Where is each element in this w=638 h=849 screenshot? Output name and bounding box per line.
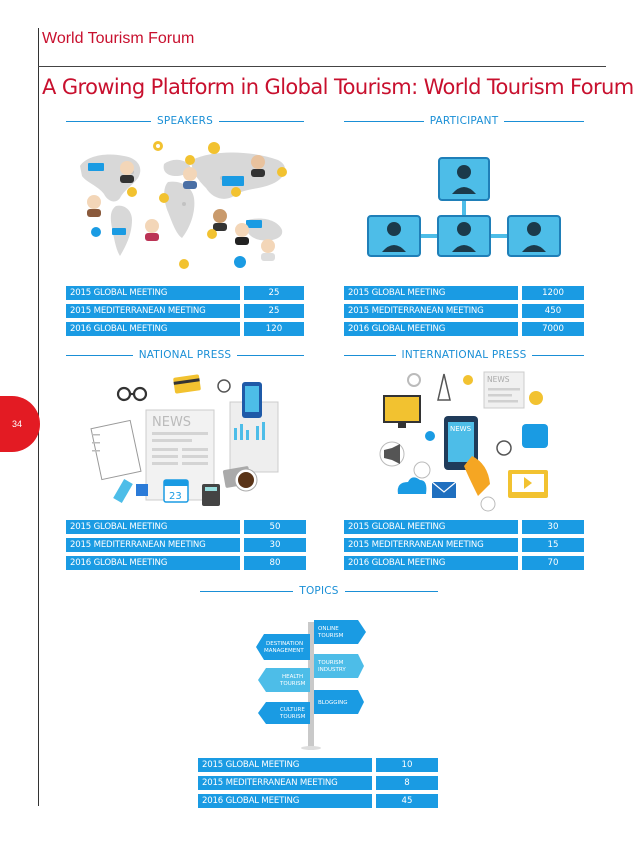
- stat-value: 45: [376, 794, 438, 808]
- stat-label: 2015 GLOBAL MEETING: [66, 520, 240, 534]
- sign-text: TOURISM: [279, 714, 306, 720]
- heading-line: [532, 354, 585, 356]
- stat-value: 8: [376, 776, 438, 790]
- national-press-heading: NATIONAL PRESS: [66, 348, 304, 362]
- stat-row: 2015 MEDITERRANEAN MEETING 30: [66, 538, 306, 552]
- stat-label: 2016 GLOBAL MEETING: [198, 794, 372, 808]
- stat-row: 2016 GLOBAL MEETING 70: [344, 556, 584, 570]
- topics-heading: TOPICS: [200, 584, 438, 598]
- heading-line: [66, 120, 152, 122]
- international-news-screen-label: NEWS: [450, 425, 472, 433]
- stat-value: 30: [244, 538, 306, 552]
- stat-label: 2016 GLOBAL MEETING: [66, 322, 240, 336]
- stat-label: 2015 MEDITERRANEAN MEETING: [198, 776, 372, 790]
- participant-heading: PARTICIPANT: [344, 114, 584, 128]
- sign-text: TOURISM: [279, 681, 306, 687]
- heading-line: [218, 120, 304, 122]
- international-press-illustration: NEWS NEWS: [379, 371, 548, 512]
- sign-text: ONLINE: [318, 626, 339, 632]
- header-rule: [38, 66, 606, 67]
- page-title: A Growing Platform in Global Tourism: Wo…: [42, 75, 634, 99]
- national-press-stats: 2015 GLOBAL MEETING 50 2015 MEDITERRANEA…: [66, 520, 306, 570]
- participant-org-chart-illustration: [367, 157, 561, 257]
- stat-value: 15: [522, 538, 584, 552]
- heading-line: [200, 590, 294, 592]
- speakers-heading: SPEAKERS: [66, 114, 304, 128]
- sign-text: INDUSTRY: [318, 667, 346, 673]
- page-number: 34: [11, 419, 22, 429]
- stat-value: 450: [522, 304, 584, 318]
- stat-label: 2016 GLOBAL MEETING: [66, 556, 240, 570]
- heading-line: [344, 354, 396, 356]
- topics-signpost-illustration: ONLINE TOURISM DESTINATION MANAGEMENT TO…: [256, 620, 366, 750]
- topics-stats: 2015 GLOBAL MEETING 10 2015 MEDITERRANEA…: [198, 758, 438, 808]
- sign-text: CULTURE: [280, 707, 305, 713]
- participant-title: PARTICIPANT: [429, 115, 499, 127]
- stat-value: 80: [244, 556, 306, 570]
- stat-label: 2015 MEDITERRANEAN MEETING: [66, 538, 240, 552]
- speakers-stats: 2015 GLOBAL MEETING 25 2015 MEDITERRANEA…: [66, 286, 304, 336]
- topics-title: TOPICS: [299, 585, 339, 597]
- stat-value: 120: [244, 322, 304, 336]
- stat-value: 50: [244, 520, 306, 534]
- international-press-title: INTERNATIONAL PRESS: [401, 349, 527, 361]
- national-press-title: NATIONAL PRESS: [138, 349, 232, 361]
- stat-value: 25: [244, 286, 304, 300]
- national-press-illustration: NEWS 23: [90, 374, 279, 506]
- stat-label: 2015 GLOBAL MEETING: [344, 520, 518, 534]
- participant-stats: 2015 GLOBAL MEETING 1200 2015 MEDITERRAN…: [344, 286, 584, 336]
- stat-value: 30: [522, 520, 584, 534]
- international-press-heading: INTERNATIONAL PRESS: [344, 348, 585, 362]
- stat-row: 2015 MEDITERRANEAN MEETING 8: [198, 776, 438, 790]
- stat-label: 2015 MEDITERRANEAN MEETING: [66, 304, 240, 318]
- stat-label: 2016 GLOBAL MEETING: [344, 556, 518, 570]
- sign-text: BLOGGING: [318, 700, 348, 706]
- stat-row: 2016 GLOBAL MEETING 45: [198, 794, 438, 808]
- stat-row: 2016 GLOBAL MEETING 120: [66, 322, 304, 336]
- stat-row: 2015 GLOBAL MEETING 1200: [344, 286, 584, 300]
- stat-label: 2015 GLOBAL MEETING: [198, 758, 372, 772]
- stat-row: 2015 GLOBAL MEETING 50: [66, 520, 306, 534]
- international-press-stats: 2015 GLOBAL MEETING 30 2015 MEDITERRANEA…: [344, 520, 584, 570]
- stat-label: 2015 GLOBAL MEETING: [66, 286, 240, 300]
- sign-text: MANAGEMENT: [264, 648, 304, 654]
- stat-label: 2015 MEDITERRANEAN MEETING: [344, 538, 518, 552]
- international-news-paper-label: NEWS: [487, 375, 510, 384]
- calendar-day: 23: [169, 491, 182, 502]
- stat-value: 25: [244, 304, 304, 318]
- heading-line: [504, 120, 584, 122]
- sign-text: TOURISM: [317, 660, 344, 666]
- stat-label: 2015 MEDITERRANEAN MEETING: [344, 304, 518, 318]
- stat-value: 7000: [522, 322, 584, 336]
- heading-line: [66, 354, 133, 356]
- stat-value: 70: [522, 556, 584, 570]
- sign-text: HEALTH: [282, 674, 303, 680]
- brand-header: World Tourism Forum: [42, 30, 195, 47]
- stat-value: 1200: [522, 286, 584, 300]
- stat-row: 2015 GLOBAL MEETING 10: [198, 758, 438, 772]
- speakers-world-map-illustration: [80, 141, 287, 269]
- stat-value: 10: [376, 758, 438, 772]
- sign-text: TOURISM: [317, 633, 344, 639]
- stat-row: 2015 MEDITERRANEAN MEETING 450: [344, 304, 584, 318]
- sign-text: DESTINATION: [266, 641, 303, 647]
- stat-row: 2015 MEDITERRANEAN MEETING 15: [344, 538, 584, 552]
- heading-line: [344, 590, 438, 592]
- heading-line: [237, 354, 304, 356]
- stat-label: 2016 GLOBAL MEETING: [344, 322, 518, 336]
- speakers-title: SPEAKERS: [157, 115, 213, 127]
- national-news-label: NEWS: [152, 415, 191, 430]
- stat-label: 2015 GLOBAL MEETING: [344, 286, 518, 300]
- heading-line: [344, 120, 424, 122]
- stat-row: 2015 GLOBAL MEETING 25: [66, 286, 304, 300]
- stat-row: 2015 GLOBAL MEETING 30: [344, 520, 584, 534]
- stat-row: 2016 GLOBAL MEETING 80: [66, 556, 306, 570]
- page-number-tab: 34: [0, 396, 40, 452]
- stat-row: 2015 MEDITERRANEAN MEETING 25: [66, 304, 304, 318]
- stat-row: 2016 GLOBAL MEETING 7000: [344, 322, 584, 336]
